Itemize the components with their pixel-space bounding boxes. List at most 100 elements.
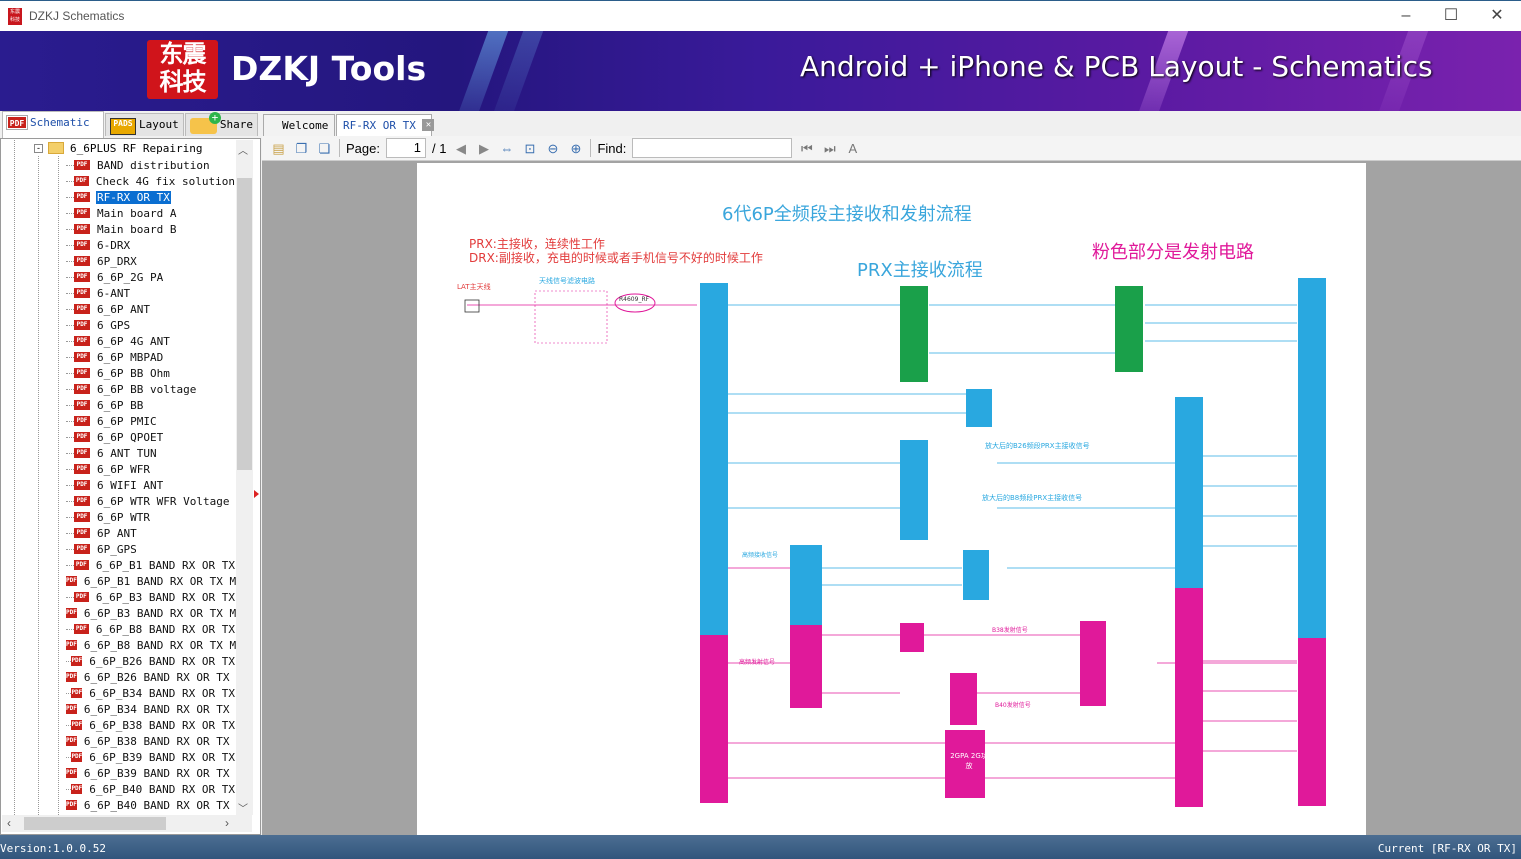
tab-schematic[interactable]: PDF Schematic [2, 111, 104, 138]
pdf-icon: PDF [74, 544, 90, 554]
scroll-up-icon[interactable]: ︿ [238, 146, 248, 157]
paste-icon[interactable]: ❏ [318, 140, 331, 156]
close-tab-icon[interactable]: ✕ [422, 119, 435, 131]
tab-label: Share [219, 118, 253, 131]
b40-tx-label: B40发射信号 [995, 702, 1031, 709]
tree-item-label: 6_6P_B8 BAND RX OR TX [95, 622, 235, 636]
pdf-icon: PDF [73, 176, 89, 186]
tab-label: RF-RX OR TX [343, 119, 416, 132]
splitter-handle[interactable] [254, 490, 259, 498]
high-rx-label: 高频接收信号 [742, 552, 779, 559]
tree-item[interactable]: PDF Check 4G fix solution [66, 173, 236, 189]
close-button[interactable]: ✕ [1490, 7, 1504, 24]
scroll-thumb[interactable] [24, 817, 166, 830]
status-bar: Version:1.0.0.52 Current [RF-RX OR TX] [0, 835, 1521, 859]
tab-layout[interactable]: PADS Layout [105, 113, 184, 136]
fit-width-icon[interactable]: ⇔ [500, 140, 514, 156]
pdf-icon: PDF [74, 272, 90, 282]
zoom-in-icon[interactable]: ⊕ [570, 140, 582, 156]
find-prev-icon[interactable]: ⏮ [801, 140, 813, 156]
maximize-button[interactable]: ☐ [1443, 7, 1459, 24]
tree-item-label: 6_6P_B40 BAND RX OR TX [89, 782, 235, 796]
tab-rf-rx-or-tx[interactable]: RF-RX OR TX ✕ [336, 114, 435, 136]
collapse-toggle[interactable]: - [34, 144, 43, 153]
tree-item-label: 6_6P BB [97, 398, 144, 412]
tree-item-label: Check 4G fix solution [95, 174, 235, 188]
prev-page-icon[interactable]: ◀ [455, 140, 466, 156]
tree-item-label: 6 WIFI ANT [97, 478, 164, 492]
zoom-out-icon[interactable]: ⊖ [547, 140, 559, 156]
copy-icon[interactable]: ❐ [295, 140, 308, 156]
fit-page-icon[interactable]: ⊡ [524, 140, 536, 156]
2g-pa-module-tx [945, 730, 985, 798]
scroll-right-icon[interactable]: › [225, 816, 229, 830]
next-page-icon[interactable]: ▶ [478, 140, 489, 156]
match-case-icon[interactable]: A [848, 140, 858, 156]
tab-share[interactable]: Share [185, 112, 258, 136]
scroll-thumb[interactable] [237, 178, 252, 470]
filter-box [534, 290, 608, 344]
pdf-icon: PDF [71, 784, 83, 794]
antenna-label: LAT主天线 [457, 283, 491, 291]
green-module [900, 286, 928, 382]
tree-item[interactable]: PDF 6_6P_B40 BAND RX OR TX [66, 781, 236, 797]
open-icon[interactable]: ▤ [272, 140, 285, 156]
pink-note: 粉色部分是发射电路 [1092, 242, 1254, 263]
pdf-icon: PDF [74, 512, 90, 522]
pdf-icon: PDF [74, 496, 90, 506]
find-next-icon[interactable]: ⏭ [824, 140, 836, 156]
pdf-icon: PDF [74, 448, 90, 458]
page-input[interactable]: 1 [385, 138, 426, 158]
minimize-button[interactable]: – [1401, 7, 1411, 24]
tab-welcome[interactable]: Welcome [263, 114, 335, 136]
pdf-icon: PDF [66, 704, 77, 714]
note-drx: DRX:副接收，充电的时候或者手机信号不好的时候工作 [469, 251, 763, 265]
pdf-icon: PDF [74, 288, 90, 298]
tree-folder[interactable]: 6_6PLUS RF Repairing [70, 142, 203, 155]
page-total: / 1 [431, 140, 447, 156]
scroll-down-icon[interactable]: ﹀ [238, 804, 248, 815]
find-input[interactable] [632, 138, 793, 158]
scroll-left-icon[interactable]: ‹ [7, 816, 11, 830]
tree-item-label: 6_6P_B3 BAND RX OR TX [95, 590, 235, 604]
